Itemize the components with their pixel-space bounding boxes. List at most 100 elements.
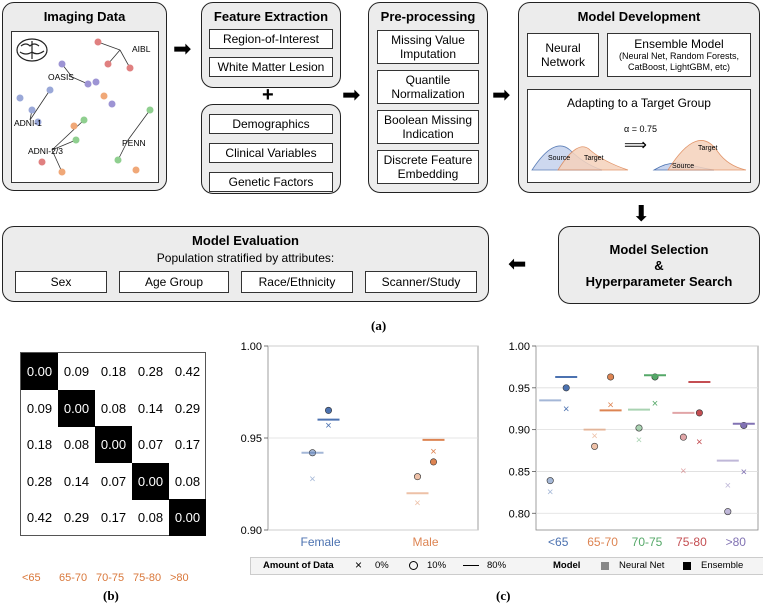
legend: Amount of Data × 0% 10% 80% Model Neural… <box>250 557 763 575</box>
attr-sex: Sex <box>15 271 107 293</box>
x-marker: × <box>741 466 747 478</box>
y-tick-label: 0.85 <box>509 466 530 478</box>
x-marker: × <box>591 430 597 442</box>
dataset-point <box>80 116 88 124</box>
roi-box: Region-of-Interest <box>209 29 333 49</box>
y-tick-label: 0.95 <box>241 433 262 445</box>
dataset-point <box>46 86 54 94</box>
model-evaluation-box: Model Evaluation Population stratified b… <box>2 226 489 302</box>
matrix-cell: 0.28 <box>26 473 53 489</box>
dataset-point <box>38 158 46 166</box>
dataset-point <box>34 118 42 126</box>
matrix-cell: 0.08 <box>63 437 90 453</box>
matrix-diagonal-cell: 0.00 <box>169 499 206 537</box>
circle-marker <box>562 384 570 392</box>
discrete-embedding-box: Discrete Feature Embedding <box>377 150 479 184</box>
x-marker: × <box>563 404 569 416</box>
nn-square-icon <box>601 562 609 570</box>
ensemble-subtitle: (Neural Net, Random Forests, CatBoost, L… <box>618 51 740 73</box>
matrix-cell: 0.17 <box>100 510 127 526</box>
y-tick-label: 0.90 <box>241 525 262 537</box>
circle-marker <box>724 508 732 516</box>
matrix-cell: 0.28 <box>137 364 164 379</box>
source-label: Source <box>548 155 570 162</box>
dataset-point <box>132 166 140 174</box>
arrow-down-icon: ⬇ <box>632 201 651 226</box>
x-tick-label: 70-75 <box>632 535 663 549</box>
plus-icon: + <box>262 84 274 106</box>
matrix-axis-label: <65 <box>22 572 41 584</box>
dataset-point <box>146 106 154 114</box>
x-marker: × <box>430 446 436 458</box>
label-oasis: OASIS <box>48 72 74 82</box>
circle-marker <box>325 406 333 414</box>
legend-ens: Ensemble <box>701 560 744 571</box>
boolean-missing-box: Boolean Missing Indication <box>377 110 479 144</box>
x-marker: × <box>607 400 613 412</box>
legend-amount-title: Amount of Data <box>263 560 334 571</box>
circle-marker <box>546 477 554 485</box>
attr-race: Race/Ethnicity <box>241 271 353 293</box>
label-adni-1: ADNI-1 <box>14 118 42 128</box>
circle-marker <box>430 458 438 466</box>
adapting-title: Adapting to a Target Group <box>567 96 711 110</box>
arrow-right-icon: ➡ <box>173 36 192 61</box>
target-label-adapted: Target <box>698 145 718 152</box>
arrow-right-icon: ➡ <box>342 82 361 107</box>
imaging-data-canvas: AIBL OASIS ADNI-1 ADNI-2/3 PENN <box>11 31 159 183</box>
caption-b: (b) <box>103 588 119 603</box>
missing-value-imputation-box: Missing Value Imputation <box>377 30 479 64</box>
feature-extraction-box: Feature Extraction Region-of-Interest Wh… <box>201 2 341 88</box>
dataset-point <box>126 64 134 72</box>
dataset-point <box>94 38 102 46</box>
dataset-point <box>84 80 92 88</box>
x-marker: × <box>680 466 686 478</box>
matrix-cell: 0.09 <box>63 364 90 379</box>
alpha-label: α = 0.75 <box>624 124 657 134</box>
target-label: Target <box>584 155 604 162</box>
matrix-axis-label: 65-70 <box>59 572 88 584</box>
legend-model-title: Model <box>553 560 581 571</box>
circle-marker <box>591 442 599 450</box>
dataset-point <box>72 136 80 144</box>
matrix-diagonal-cell: 0.00 <box>21 353 58 390</box>
matrix-cell: 0.17 <box>174 437 201 453</box>
attr-scanner: Scanner/Study <box>365 271 477 293</box>
features-box: Demographics Clinical Variables Genetic … <box>201 104 341 194</box>
matrix-cell: 0.42 <box>26 510 53 526</box>
dataset-point <box>70 122 78 130</box>
dataset-point <box>108 100 116 108</box>
x-tick-label: 65-70 <box>587 535 618 549</box>
model-development-box: Model Development Neural Network Ensembl… <box>518 2 760 193</box>
y-tick-label: 0.95 <box>509 383 530 395</box>
arrow-left-icon: ⬅ <box>508 251 527 276</box>
attr-age-group: Age Group <box>119 271 229 293</box>
demographics-box: Demographics <box>209 114 333 134</box>
ens-square-icon <box>683 562 691 570</box>
x-tick-label: 75-80 <box>676 535 707 549</box>
circle-marker <box>607 373 615 381</box>
matrix-cell: 0.14 <box>137 400 164 416</box>
matrix-axis-label: >80 <box>170 572 189 584</box>
plot-area <box>535 345 759 531</box>
ensemble-model-box: Ensemble Model (Neural Net, Random Fores… <box>607 33 751 77</box>
dataset-point <box>58 168 66 176</box>
circle-marker <box>695 409 703 417</box>
matrix-diagonal-cell: 0.00 <box>132 462 169 500</box>
imaging-data-box: Imaging Data <box>2 2 167 191</box>
selection-line3: Hyperparameter Search <box>585 274 733 289</box>
x-marker: × <box>414 497 420 509</box>
x-marker: × <box>636 435 642 447</box>
x-tick-label: Female <box>300 535 340 549</box>
x-tick-label: <65 <box>548 535 569 549</box>
x-marker: × <box>652 398 658 410</box>
implies-arrow-icon: ⟹ <box>624 137 647 154</box>
matrix-cell: 0.08 <box>100 400 127 416</box>
x-marker: × <box>696 436 702 448</box>
circle-marker <box>679 433 687 441</box>
matrix-cell: 0.07 <box>137 437 164 453</box>
line-marker-icon <box>463 565 479 567</box>
dataset-points <box>16 38 154 176</box>
feature-extraction-title: Feature Extraction <box>213 9 329 24</box>
caption-a: (a) <box>371 318 387 333</box>
